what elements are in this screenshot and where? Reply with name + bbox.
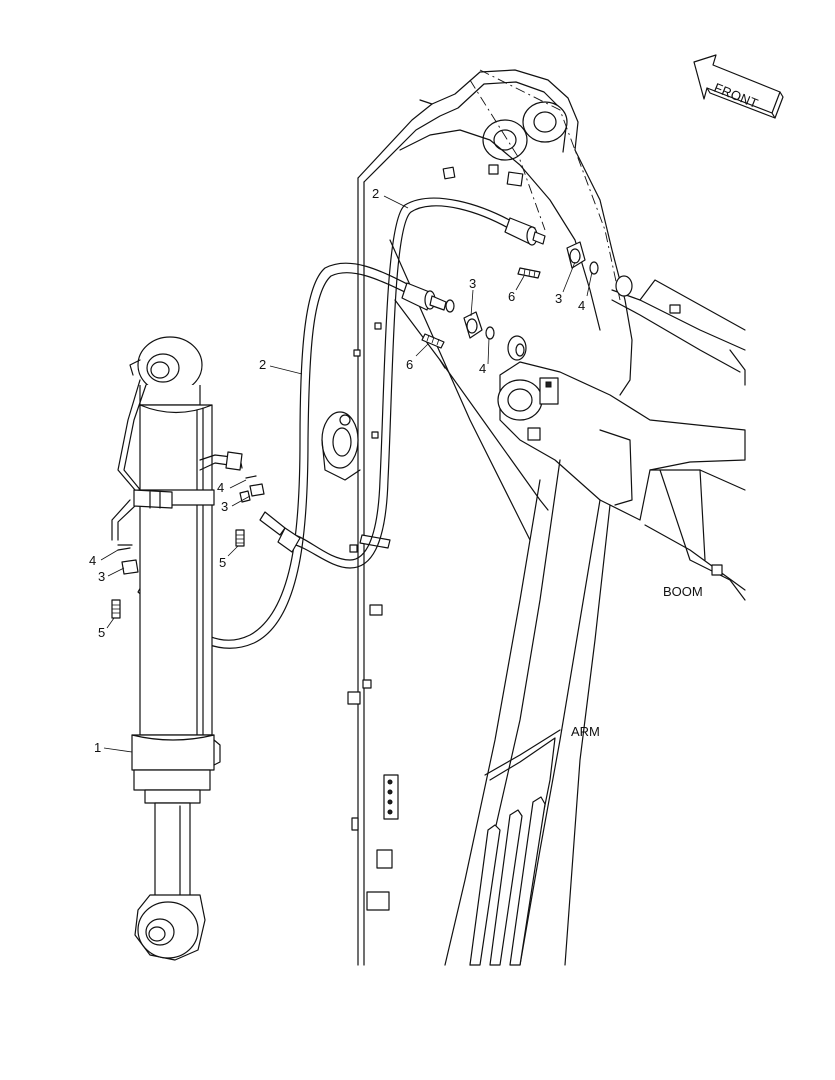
o-ring-cyl-bottom — [117, 547, 131, 551]
callout-3-cyl-top: 3 — [221, 499, 228, 514]
arm-label: ARM — [571, 724, 600, 739]
hydraulic-cylinder — [111, 336, 243, 961]
bolt-cyl-top — [235, 529, 245, 547]
o-ring-lower — [485, 326, 495, 340]
callout-6-lower-bolt: 6 — [406, 357, 413, 372]
o-ring-cyl-top — [245, 475, 257, 479]
callout-6-upper-bolt: 6 — [508, 289, 515, 304]
callout-5-cyl-bottom: 5 — [98, 625, 105, 640]
callout-5-cyl-top: 5 — [219, 555, 226, 570]
callout-1: 1 — [94, 740, 101, 755]
flange-lower — [463, 311, 483, 339]
callout-4-upper-ring: 4 — [578, 298, 585, 313]
callout-3-upper-flange: 3 — [555, 291, 562, 306]
callout-4-cyl-top: 4 — [217, 480, 224, 495]
callout-4-lower-ring: 4 — [479, 361, 486, 376]
boom-port — [507, 335, 527, 361]
flange-upper-right — [566, 241, 586, 269]
callout-2-lower: 2 — [259, 357, 266, 372]
callout-4-cyl-bottom: 4 — [89, 553, 96, 568]
callout-3-lower-flange: 3 — [469, 276, 476, 291]
flange-cyl-top — [239, 483, 265, 503]
hose-upper — [291, 197, 531, 569]
side-plate-brackets — [321, 322, 399, 911]
callout-3-cyl-bottom: 3 — [98, 569, 105, 584]
o-ring-upper-right — [589, 261, 599, 275]
hose-fitting-lower — [401, 282, 455, 313]
callout-2-upper: 2 — [372, 186, 379, 201]
hose-lower — [167, 262, 416, 649]
boom-structure — [357, 69, 633, 966]
boom-label: BOOM — [663, 584, 703, 599]
hose-fitting-cyl-top — [259, 511, 301, 553]
arm-structure — [444, 459, 611, 966]
leader-lines — [100, 195, 593, 753]
bolt-cyl-bottom — [111, 599, 121, 619]
callout-labels: 1 2 2 3 3 3 3 4 4 4 4 5 5 6 6 — [89, 186, 585, 755]
hose-fitting-upper — [504, 217, 546, 246]
flange-cyl-bottom — [117, 544, 139, 575]
front-arrow-icon: FRONT — [693, 54, 784, 119]
bolt-upper — [517, 267, 541, 279]
bolt-lower — [421, 333, 445, 349]
boom-linkage — [497, 275, 746, 601]
